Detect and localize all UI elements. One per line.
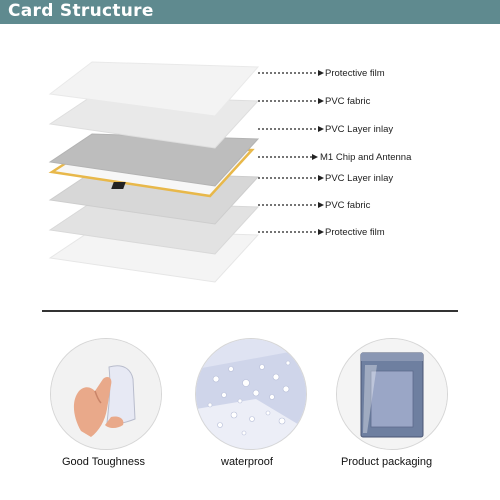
waterproof-thumbnail bbox=[195, 338, 307, 450]
caption-packaging: Product packaging bbox=[341, 456, 433, 468]
packaging-thumbnail bbox=[336, 338, 448, 450]
water-droplets-icon bbox=[196, 339, 306, 449]
header-banner: Card Structure bbox=[0, 0, 500, 24]
layer-stack-diagram bbox=[48, 61, 324, 283]
leader-arrowheads bbox=[312, 70, 324, 235]
layer-protective-film-top bbox=[48, 61, 260, 117]
layer-label-pvc-inlay-upper: PVC Layer inlay bbox=[325, 124, 394, 135]
layer-label-protective-film-bottom: Protective film bbox=[325, 227, 385, 238]
packaging-bag-icon bbox=[337, 339, 447, 449]
toughness-thumbnail bbox=[50, 338, 162, 450]
leader-lines bbox=[258, 72, 318, 233]
page-title: Card Structure bbox=[8, 1, 154, 21]
layer-label-pvc-inlay-lower: PVC Layer inlay bbox=[325, 173, 394, 184]
layer-label-chip-antenna: M1 Chip and Antenna bbox=[320, 152, 412, 163]
caption-toughness: Good Toughness bbox=[62, 456, 145, 468]
hand-holding-card-icon bbox=[51, 339, 161, 449]
chip-icon bbox=[111, 182, 126, 189]
layer-label-protective-film-top: Protective film bbox=[325, 68, 385, 79]
layer-label-pvc-fabric-top: PVC fabric bbox=[325, 96, 371, 107]
layer-label-pvc-fabric-bottom: PVC fabric bbox=[325, 200, 371, 211]
caption-waterproof: waterproof bbox=[221, 456, 273, 468]
section-divider bbox=[42, 310, 458, 312]
